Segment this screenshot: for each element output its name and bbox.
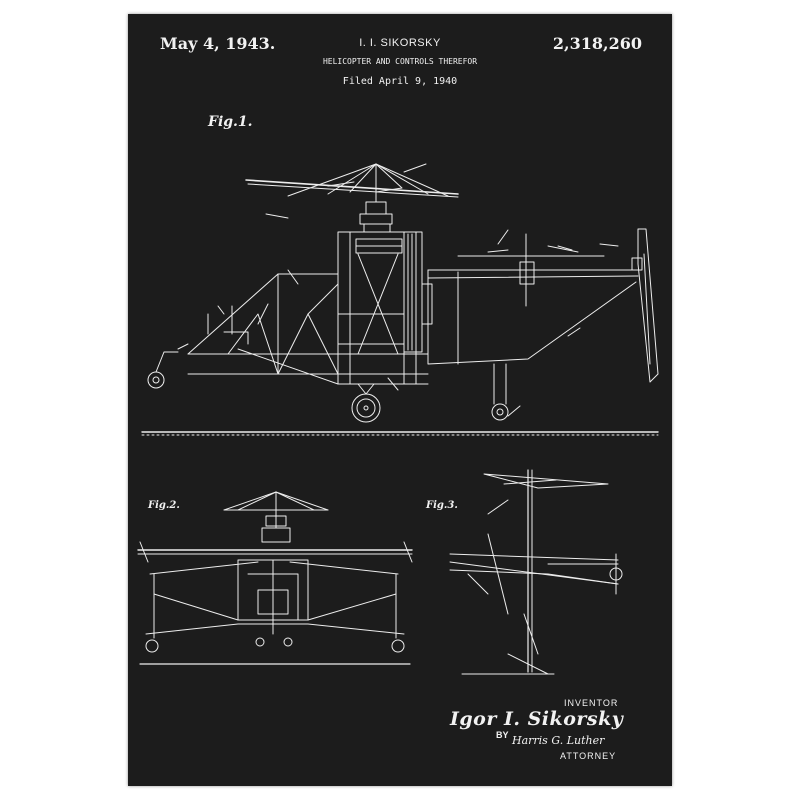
inventor-signature: Igor I. Sikorsky (450, 708, 624, 730)
patent-title: HELICOPTER AND CONTROLS THEREFOR (322, 57, 478, 66)
fig2-front-view-drawing (137, 491, 413, 665)
by-label: BY (496, 730, 509, 740)
fig3-label: Fig.3. (426, 500, 458, 511)
patent-poster: May 4, 1943. I. I. SIKORSKY 2,318,260 HE… (128, 14, 672, 786)
inventor-name: I. I. SIKORSKY (359, 37, 441, 49)
patent-date: May 4, 1943. (160, 34, 276, 53)
fig1-label: Fig.1. (208, 114, 253, 130)
fig2-label: Fig.2. (148, 500, 180, 511)
inventor-label: INVENTOR (564, 698, 619, 708)
attorney-label: ATTORNEY (560, 751, 617, 761)
fig1-side-view-drawing (141, 163, 659, 436)
attorney-signature: Harris G. Luther (512, 734, 605, 747)
fig3-top-view-drawing (449, 469, 623, 675)
filed-date: Filed April 9, 1940 (342, 76, 458, 87)
patent-drawing (137, 163, 659, 675)
patent-number: 2,318,260 (552, 34, 642, 53)
